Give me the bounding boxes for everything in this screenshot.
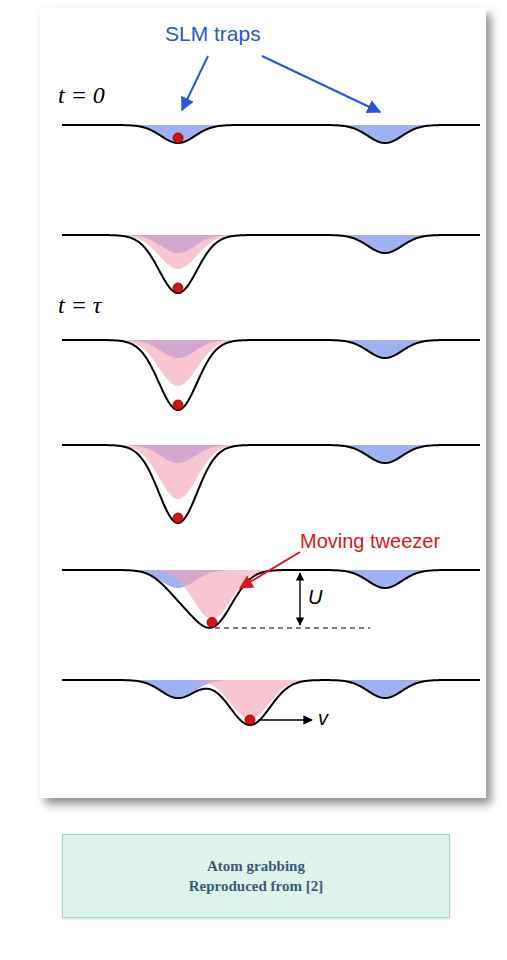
caption: Atom grabbing Reproduced from [2] <box>174 856 339 897</box>
atom <box>173 513 183 523</box>
potential-curve <box>62 125 480 143</box>
pointer-arrow <box>262 56 380 112</box>
potential-curve <box>62 570 480 628</box>
tweezer-fill <box>152 570 272 619</box>
atom <box>173 283 183 293</box>
atom <box>173 400 183 410</box>
pointer-arrow <box>240 552 300 588</box>
pointer-arrow <box>182 56 208 110</box>
tweezer-label: Moving tweezer <box>300 530 440 552</box>
velocity-label: v <box>318 707 328 729</box>
time-label: t = τ <box>58 292 101 318</box>
depth-line <box>215 627 370 628</box>
atom <box>245 715 255 725</box>
potential-curve <box>62 445 480 523</box>
potential-curve <box>62 340 480 410</box>
velocity-arrow <box>258 719 312 721</box>
caption-holder: Atom grabbing Reproduced from [2] <box>62 834 450 918</box>
trap-label: SLM traps <box>165 22 261 45</box>
potential-curve <box>62 235 480 293</box>
depth-label: U <box>308 586 322 608</box>
atom <box>173 133 183 143</box>
depth-arrow <box>299 573 300 625</box>
atom <box>207 617 217 627</box>
time-label: t = 0 <box>58 82 105 108</box>
caption-box <box>62 834 450 918</box>
potential-curve <box>62 680 480 725</box>
